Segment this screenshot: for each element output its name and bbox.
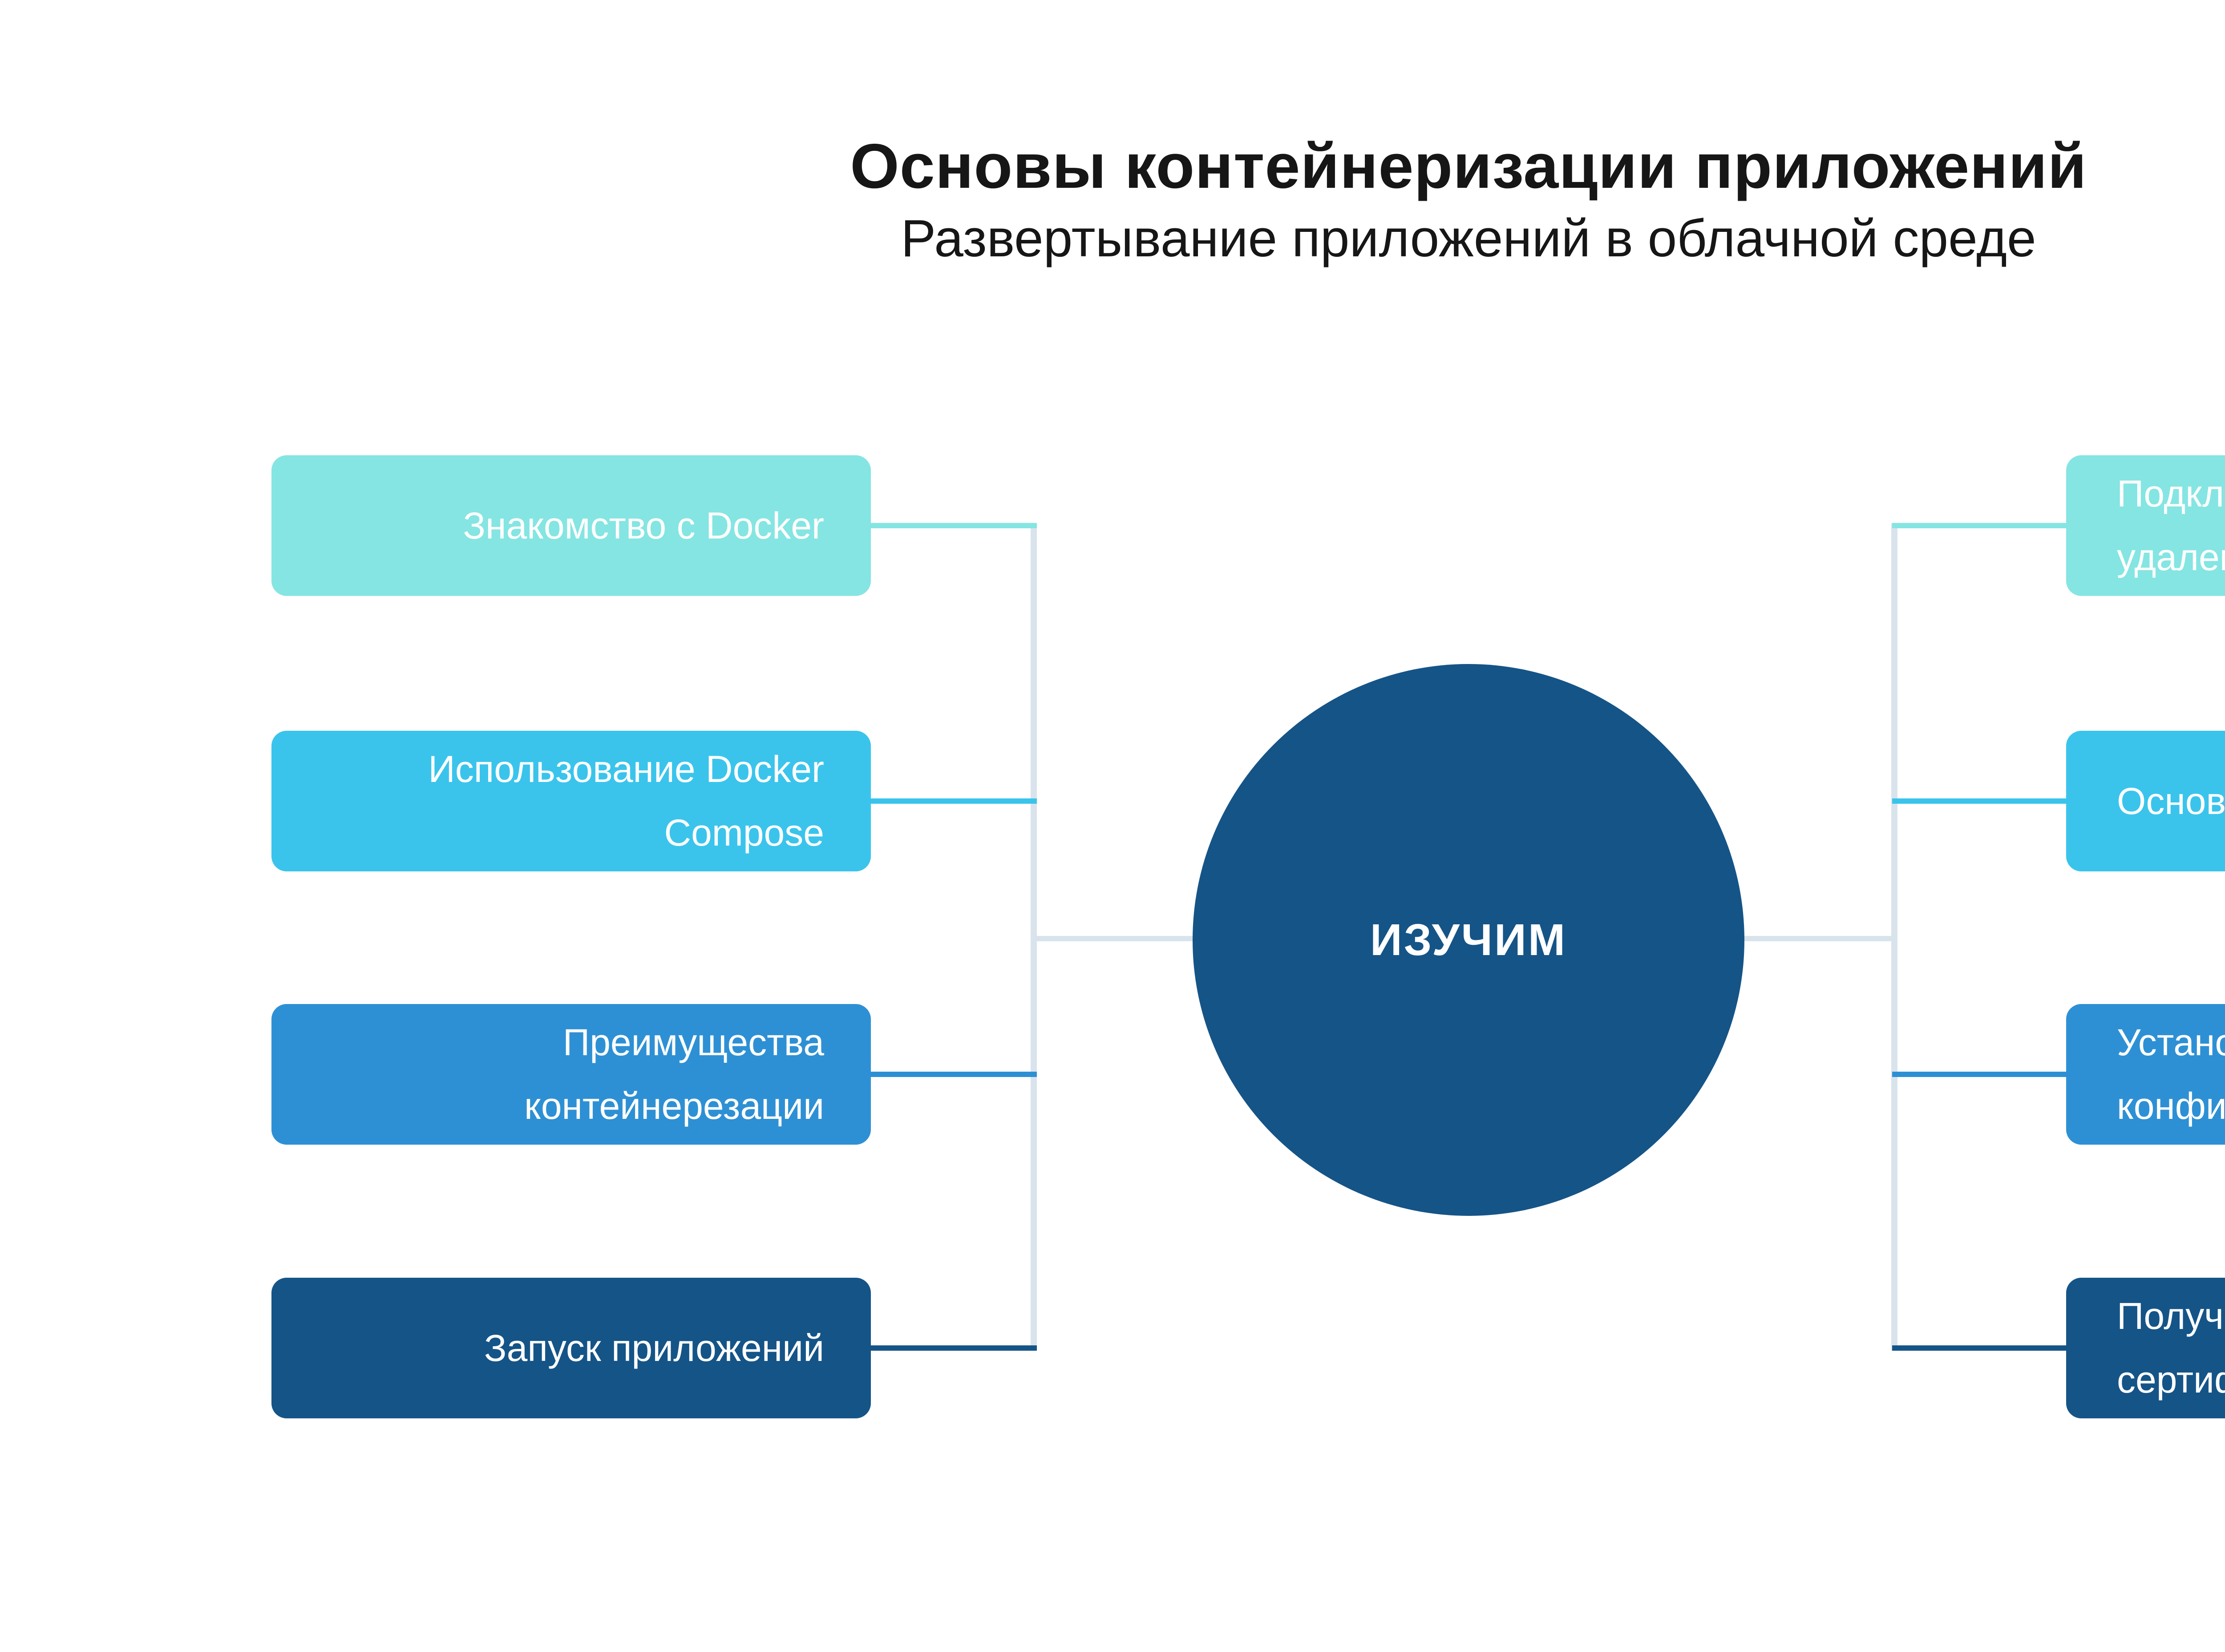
topic-box-ssh-connection: Подключение к удаленной ВМ по SSH — [2066, 455, 2225, 596]
topic-box-label: Основные UNIX-команды — [2117, 780, 2225, 822]
topic-box-label: Установка и конфигурирование nginx — [2117, 1021, 2225, 1127]
connector-left-docker-compose — [868, 798, 1037, 804]
connector-left-app-launch — [868, 1345, 1037, 1351]
topic-box-unix-commands: Основные UNIX-команды — [2066, 731, 2225, 871]
connector-right-unix — [1892, 798, 2069, 804]
topic-box-docker-compose: Использование Docker Compose — [271, 731, 871, 871]
connector-left-container-benefits — [868, 1072, 1037, 1077]
page-title: Основы контейнеризации приложений — [850, 131, 2087, 202]
page-subtitle: Развертывание приложений в облачной сред… — [901, 209, 2036, 268]
topic-box-label: Подключение к удаленной ВМ по SSH — [2117, 473, 2225, 578]
connector-right-nginx — [1892, 1072, 2069, 1077]
central-node: ИЗУЧИМ — [1193, 664, 1744, 1216]
topic-box-docker-intro: Знакомство с Docker — [271, 455, 871, 596]
topic-box-app-launch: Запуск приложений — [271, 1278, 871, 1418]
topic-box-label: Получение SSL- сертификата — [2117, 1295, 2225, 1401]
topic-box-label: Преимущества контейнерезации — [524, 1021, 824, 1127]
topic-box-label: Использование Docker Compose — [428, 748, 824, 854]
connector-right-ssl — [1892, 1345, 2069, 1351]
topic-box-ssl-certificate: Получение SSL- сертификата — [2066, 1278, 2225, 1418]
central-node-label: ИЗУЧИМ — [1370, 915, 1567, 965]
connector-left-docker-intro — [868, 523, 1037, 528]
topic-box-nginx-setup: Установка и конфигурирование nginx — [2066, 1004, 2225, 1145]
topic-box-container-benefits: Преимущества контейнерезации — [271, 1004, 871, 1145]
topic-box-label: Знакомство с Docker — [463, 504, 824, 547]
topic-box-label: Запуск приложений — [484, 1327, 824, 1369]
connector-right-ssh — [1892, 523, 2069, 528]
